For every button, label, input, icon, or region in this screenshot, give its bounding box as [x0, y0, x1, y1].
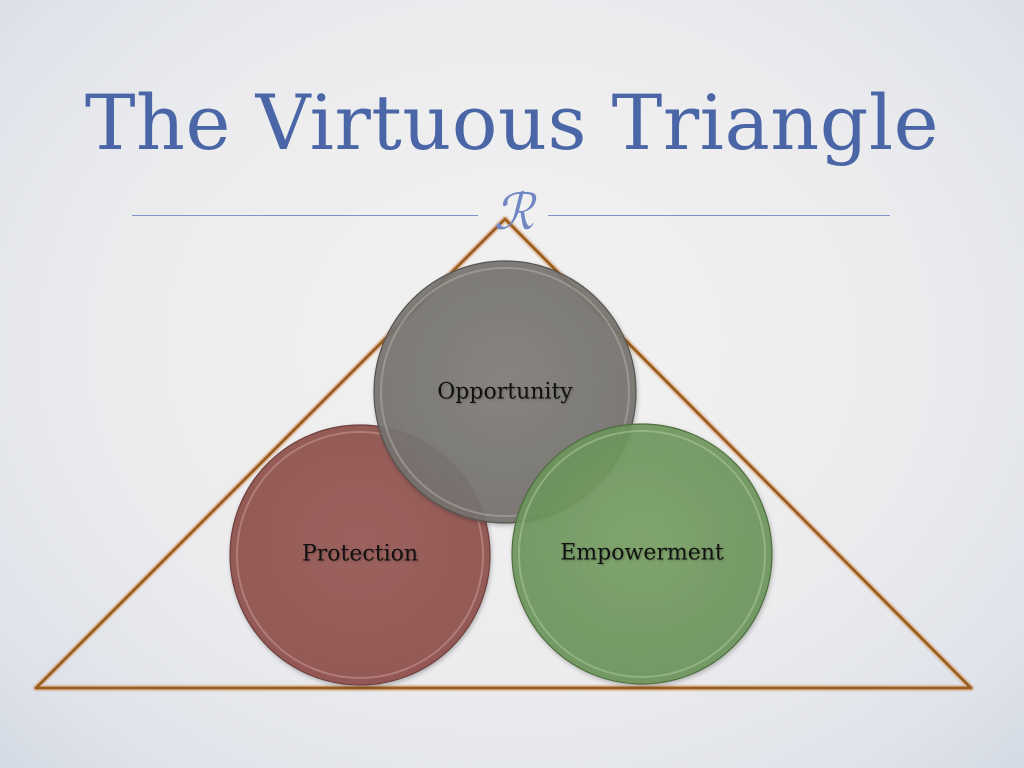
triangle-outline — [32, 215, 975, 692]
circle-empowerment — [511, 423, 773, 685]
title-divider-right — [548, 215, 890, 216]
fleuron-icon: ℛ — [494, 183, 534, 241]
label-empowerment: Empowerment — [560, 540, 724, 566]
title-divider-left — [132, 215, 478, 216]
label-opportunity: Opportunity — [437, 379, 573, 405]
slide-title: The Virtuous Triangle — [84, 78, 940, 167]
label-protection: Protection — [301, 541, 419, 567]
